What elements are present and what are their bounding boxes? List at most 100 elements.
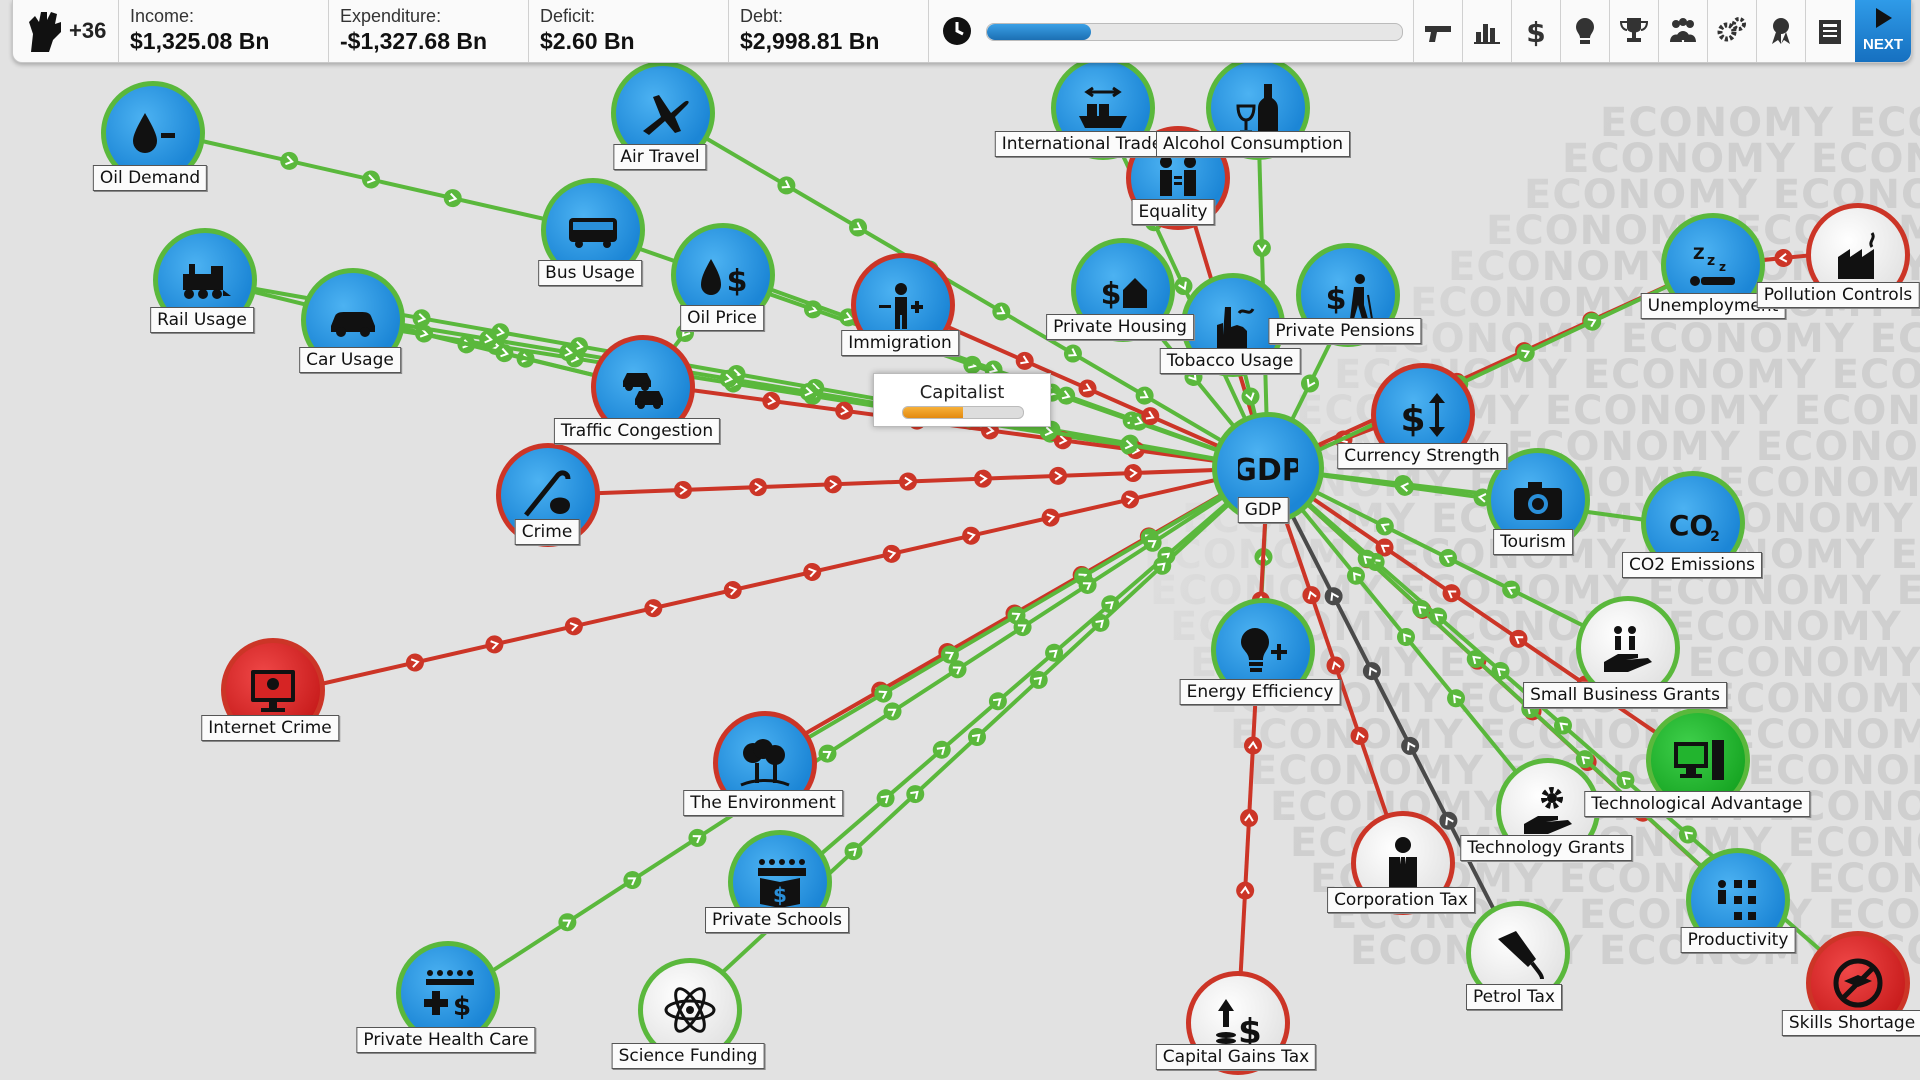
lightbulb-icon[interactable] xyxy=(1560,0,1609,62)
top-status-bar: +36 Income: $1,325.08 Bn Expenditure: -$… xyxy=(12,0,1912,63)
oil-drop-dollar-icon: $ xyxy=(701,259,748,299)
effect-link xyxy=(1266,466,1704,766)
node-label: Technology Grants xyxy=(1460,835,1632,861)
effect-link-marker xyxy=(803,562,822,581)
car-icon xyxy=(331,312,375,337)
effect-link-marker xyxy=(673,480,692,499)
effect-link xyxy=(1271,263,1714,474)
debt-value: $2,998.81 Bn xyxy=(740,28,880,54)
node-label: Rail Usage xyxy=(150,307,254,333)
bar-chart-icon-glyph xyxy=(1474,24,1500,44)
node-label: Small Business Grants xyxy=(1523,682,1727,708)
effect-link-marker xyxy=(1091,613,1110,632)
award-ribbon-icon[interactable] xyxy=(1756,0,1805,62)
lightbulb-icon-glyph xyxy=(1576,18,1594,44)
effect-link-marker xyxy=(899,472,917,491)
effect-link-marker xyxy=(835,401,854,420)
node-label: Private Schools xyxy=(705,907,849,933)
turn-progress-fill xyxy=(987,24,1091,40)
node-label: Crime xyxy=(514,519,580,545)
effect-link-marker xyxy=(1324,587,1343,606)
node-label: CO2 Emissions xyxy=(1622,552,1762,578)
wine-bottle-icon xyxy=(1236,84,1278,134)
effect-link-marker xyxy=(1039,422,1058,441)
trophy-icon[interactable] xyxy=(1609,0,1658,62)
fuel-nozzle-icon xyxy=(1498,931,1544,980)
book-dollar-icon: $ xyxy=(758,859,806,908)
effect-link-marker xyxy=(968,728,986,746)
node-label: Oil Price xyxy=(680,305,764,331)
effect-link-marker xyxy=(1078,575,1097,594)
gears-icon[interactable] xyxy=(1707,0,1756,62)
people-icon[interactable] xyxy=(1658,0,1707,62)
effect-link-marker xyxy=(823,475,842,494)
node-label: Private Pensions xyxy=(1268,318,1422,344)
oil-drop-minus-icon xyxy=(133,113,175,153)
effect-link-marker xyxy=(405,653,424,672)
node-label: Science Funding xyxy=(611,1043,765,1069)
dollar-arrows-icon: $ xyxy=(1400,393,1445,440)
deficit-stat[interactable]: Deficit: $2.60 Bn xyxy=(528,0,729,62)
effect-link-marker xyxy=(1141,407,1160,426)
cross-dollar-icon: $ xyxy=(424,970,474,1022)
effect-link-marker xyxy=(1252,238,1271,257)
effect-link-marker xyxy=(882,544,901,563)
node-label: Air Travel xyxy=(613,144,707,170)
effect-link-marker xyxy=(1516,343,1535,362)
expenditure-stat[interactable]: Expenditure: -$1,327.68 Bn xyxy=(328,0,529,62)
effect-link-marker xyxy=(1153,556,1172,575)
effect-link-marker xyxy=(762,391,781,410)
effect-link xyxy=(782,466,1270,888)
effect-link-marker xyxy=(1575,750,1594,769)
effect-link-marker xyxy=(479,330,498,349)
effect-link-marker xyxy=(362,170,380,189)
effect-link-marker xyxy=(932,740,951,759)
crowbar-bag-icon xyxy=(524,470,571,517)
effect-link-marker xyxy=(1049,466,1068,485)
svg-text:2: 2 xyxy=(1710,529,1720,545)
gdp-text-icon: GDP xyxy=(1238,453,1298,488)
node-label: Pollution Controls xyxy=(1756,282,1920,308)
effect-link-marker xyxy=(558,913,577,932)
effect-link-marker xyxy=(1509,629,1528,648)
svg-text:$: $ xyxy=(1326,282,1347,317)
computer-icon xyxy=(1674,740,1724,780)
effect-link-marker xyxy=(485,635,504,654)
newspaper-icon[interactable] xyxy=(1805,0,1854,62)
dollar-icon[interactable]: $ xyxy=(1511,0,1560,62)
income-stat[interactable]: Income: $1,325.08 Bn xyxy=(118,0,329,62)
effect-link-marker xyxy=(1502,580,1521,599)
debt-stat[interactable]: Debt: $2,998.81 Bn xyxy=(728,0,929,62)
effect-link-marker xyxy=(906,785,925,804)
play-icon xyxy=(1876,8,1892,28)
svg-text:$: $ xyxy=(727,264,748,299)
effect-link-marker xyxy=(1350,726,1369,745)
dollar-elder-icon: $ xyxy=(1326,274,1373,320)
businessman-icon xyxy=(1389,837,1417,889)
effect-link-marker xyxy=(1029,670,1048,689)
effect-link-marker xyxy=(874,684,893,703)
node-label: Productivity xyxy=(1680,927,1796,953)
effect-link-marker xyxy=(688,828,707,847)
fist-icon xyxy=(29,12,61,52)
political-capital[interactable]: +36 xyxy=(13,0,119,62)
next-turn-button[interactable]: NEXT xyxy=(1855,0,1911,62)
trees-icon xyxy=(740,739,790,787)
gun-icon[interactable] xyxy=(1413,0,1462,62)
effect-link xyxy=(276,466,1269,696)
effect-link xyxy=(661,111,1270,470)
effect-link-marker xyxy=(849,218,868,237)
effect-link-marker xyxy=(1346,566,1365,585)
turn-progress-bar xyxy=(986,23,1403,41)
effect-link-marker xyxy=(962,526,981,545)
effect-link-marker xyxy=(876,789,895,808)
next-label: NEXT xyxy=(1862,36,1903,53)
bar-chart-icon[interactable] xyxy=(1462,0,1511,62)
effect-link-marker xyxy=(1240,809,1259,828)
effect-link-marker xyxy=(948,660,967,679)
effect-link-marker xyxy=(777,176,796,195)
effect-link-marker xyxy=(1143,533,1162,552)
effect-link-marker xyxy=(1244,736,1262,755)
node-label: Immigration xyxy=(841,330,959,356)
